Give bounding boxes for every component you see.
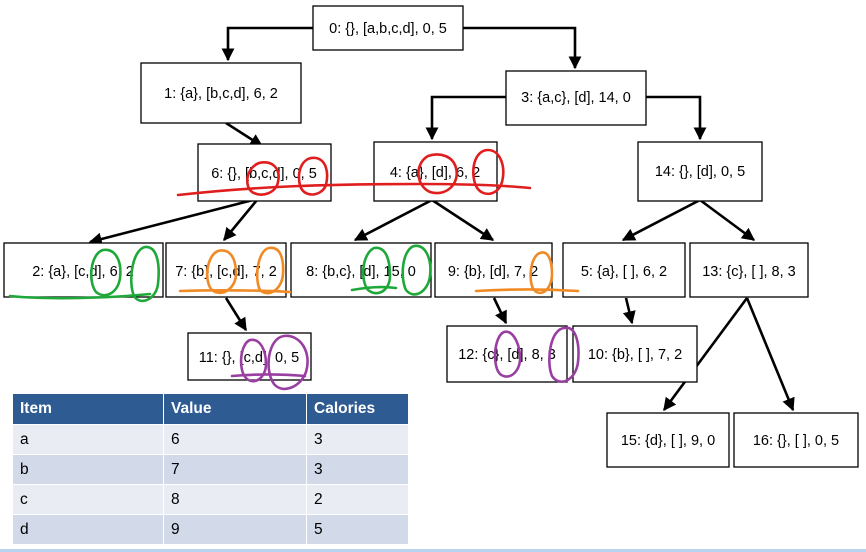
- table-row: b 7 3: [13, 454, 409, 485]
- node-16-label: 16: {}, [ ], 0, 5: [753, 433, 839, 449]
- edge-7-9: [431, 198, 495, 242]
- table-row: a 6 3: [13, 424, 409, 455]
- node-16: 16: {}, [ ], 0, 5: [733, 412, 859, 468]
- cell-value: 9: [163, 514, 307, 544]
- cell-value: 8: [163, 484, 307, 515]
- edge-2-4: [222, 199, 259, 242]
- green-circle-3-d: [89, 248, 122, 297]
- node-1-label: 1: {a}, [b,c,d], 6, 2: [164, 86, 278, 102]
- edge-2-3: [88, 198, 254, 246]
- node-11: 14: {}, [d], 0, 5: [637, 141, 763, 202]
- orange-line-4: [178, 289, 292, 294]
- node-14: 13: {c}, [ ], 8, 3: [689, 242, 809, 298]
- edge-6-11: [646, 95, 707, 141]
- edge-14-15: [662, 297, 749, 412]
- table-header-row: Item Value Calories: [13, 394, 409, 425]
- orange-circle-9-2: [529, 251, 554, 295]
- green-circle-3-0: [130, 245, 160, 303]
- edge-12-13: [622, 297, 636, 325]
- cell-value: 7: [163, 454, 307, 485]
- node-14-label: 13: {c}, [ ], 8, 3: [702, 264, 796, 280]
- slide-bottom-bar: [0, 549, 866, 552]
- edge-7-8: [353, 198, 433, 242]
- table-row: c 8 2: [13, 484, 409, 515]
- red-circle-2-cd: [245, 161, 280, 196]
- node-12-label: 5: {a}, [ ], 6, 2: [581, 264, 667, 280]
- node-10-label: 12: {c}, [d], 8, 3: [458, 347, 556, 363]
- red-circle-7-2: [472, 148, 505, 196]
- purple-circle-10-2: [548, 326, 580, 383]
- column-header-calories: Calories: [306, 394, 409, 425]
- orange-circle-4-d: [205, 249, 238, 295]
- node-8-label: 8: {b,c}, [d], 15, 0: [306, 264, 416, 280]
- green-underline-3: [8, 292, 152, 300]
- node-4-label: 7: {b}, [c,d], 7, 2: [175, 264, 277, 280]
- cell-item: b: [13, 454, 164, 485]
- edge-1-2: [225, 121, 264, 148]
- cell-item: d: [13, 514, 164, 544]
- cell-value: 6: [163, 424, 307, 455]
- item-value-calorie-table: Item Value Calories a 6 3 b 7 3 c 8 2 d …: [13, 394, 409, 544]
- node-13-label: 10: {b}, [ ], 7, 2: [588, 347, 682, 363]
- node-15: 15: {d}, [ ], 9, 0: [606, 412, 730, 468]
- purple-circle-10-empty: [493, 330, 522, 378]
- purple-circle-5-2: [267, 334, 309, 391]
- node-12: 5: {a}, [ ], 6, 2: [562, 242, 686, 298]
- node-7-label: 4: {a}, [d], 6, 2: [390, 165, 480, 181]
- node-2: 6: {}, [b,c,d], 0, 5: [197, 143, 332, 202]
- purple-line-5: [230, 373, 307, 378]
- node-10: 12: {c}, [d], 8, 3: [446, 325, 568, 383]
- table-row: d 9 5: [13, 514, 409, 544]
- node-6-label: 3: {a,c}, [d], 14, 0: [521, 90, 631, 106]
- edge-11-14: [699, 198, 756, 242]
- green-circle-8-d: [361, 246, 392, 295]
- cell-calories: 3: [306, 424, 409, 455]
- orange-line-9: [474, 288, 580, 293]
- edge-6-7: [425, 95, 506, 141]
- cell-item: c: [13, 484, 164, 515]
- handwritten-annotations: [8, 148, 580, 391]
- node-5-label: 11: {}, [c,d], 0, 5: [199, 350, 300, 366]
- column-header-item: Item: [13, 394, 164, 425]
- node-3-label: 2: {a}, [c,d], 6, 2: [32, 264, 134, 280]
- node-11-label: 14: {}, [d], 0, 5: [655, 164, 745, 180]
- green-underline-8: [350, 285, 398, 292]
- edge-0-6: [463, 26, 582, 70]
- node-0: 0: {}, [a,b,c,d], 0, 5: [312, 5, 464, 51]
- node-13: 10: {b}, [ ], 7, 2: [572, 325, 698, 383]
- tree-edges: [88, 26, 795, 412]
- purple-circle-5-empty: [239, 338, 268, 383]
- green-circle-8-0: [401, 244, 432, 296]
- node-0-label: 0: {}, [a,b,c,d], 0, 5: [329, 21, 447, 37]
- node-1: 1: {a}, [b,c,d], 6, 2: [140, 62, 302, 124]
- red-circle-7-cd: [417, 153, 459, 195]
- cell-item: a: [13, 424, 164, 455]
- edge-9-10: [492, 297, 508, 325]
- edge-4-5: [224, 297, 248, 332]
- column-header-value: Value: [163, 394, 307, 425]
- cell-calories: 2: [306, 484, 409, 515]
- node-15-label: 15: {d}, [ ], 9, 0: [621, 433, 715, 449]
- orange-circle-4-2: [256, 246, 285, 295]
- edge-0-1: [221, 26, 313, 62]
- edge-14-16: [745, 297, 795, 412]
- node-2-label: 6: {}, [b,c,d], 0, 5: [211, 166, 317, 182]
- cell-calories: 5: [306, 514, 409, 544]
- edge-11-12: [621, 198, 701, 242]
- cell-calories: 3: [306, 454, 409, 485]
- red-circle-2-2: [297, 156, 329, 196]
- node-6: 3: {a,c}, [d], 14, 0: [505, 70, 647, 126]
- node-9-label: 9: {b}, [d], 7, 2: [448, 264, 538, 280]
